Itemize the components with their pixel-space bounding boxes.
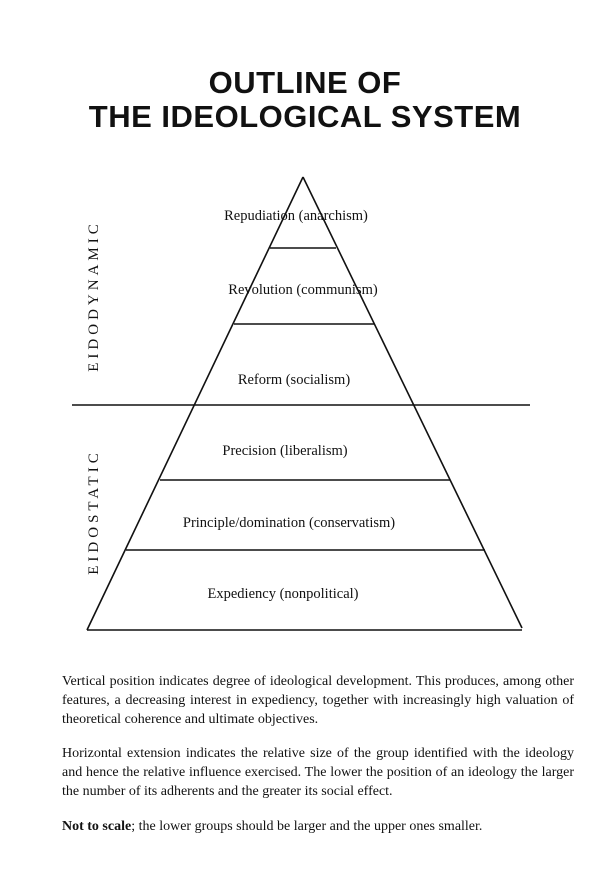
tier-label-principle: Principle/domination (conservatism) <box>183 515 395 531</box>
note-horizontal-extension: Horizontal extension indicates the relat… <box>62 746 574 799</box>
title-line-2: THE IDEOLOGICAL SYSTEM <box>88 99 522 134</box>
pyramid-right-edge <box>302 176 523 629</box>
note-scale-text: ; the lower groups should be larger and … <box>131 819 483 834</box>
eidostatic-label: EIDOSTATIC <box>86 449 102 574</box>
title-line-1: OUTLINE OF <box>208 65 402 100</box>
eidodynamic-label: EIDODYNAMIC <box>86 220 102 372</box>
tier-label-precision: Precision (liberalism) <box>222 443 347 459</box>
pyramid-left-edge <box>86 176 304 631</box>
tier-label-revolution: Revolution (communism) <box>228 282 378 298</box>
tier-label-expediency: Expediency (nonpolitical) <box>208 586 359 602</box>
note-vertical-position: Vertical position indicates degree of id… <box>62 674 574 727</box>
tier-label-reform: Reform (socialism) <box>238 372 351 388</box>
not-to-scale-label: Not to scale <box>62 819 132 834</box>
tier-label-repudiation: Repudiation (anarchism) <box>224 208 368 224</box>
note-scale: Not to scale; the lower groups should be… <box>62 817 574 836</box>
ideology-pyramid-diagram: EIDODYNAMIC EIDOSTATIC Repudiation (anar… <box>72 176 530 631</box>
